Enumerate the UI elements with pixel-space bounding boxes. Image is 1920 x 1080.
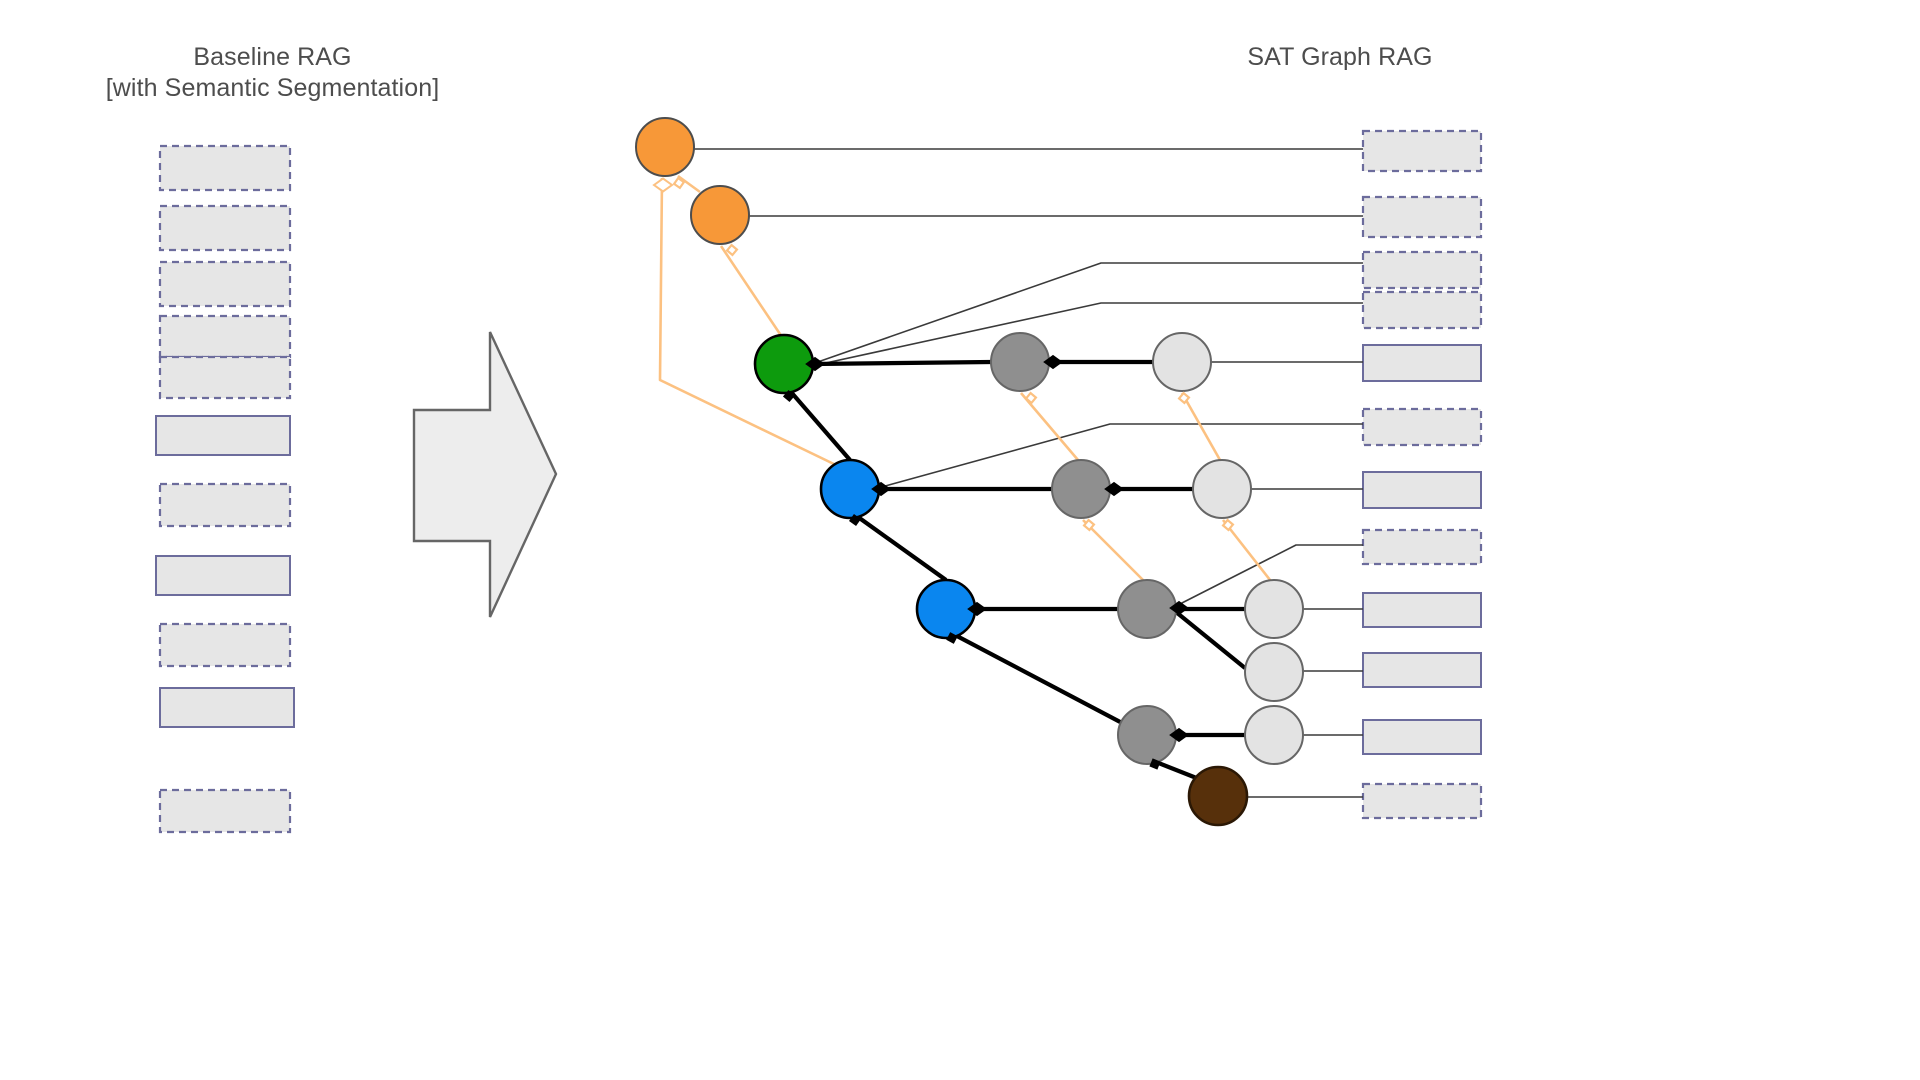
thick-edge-group: [789, 359, 1247, 781]
edge-e-g1-out4: [811, 302, 1363, 367]
edge-marker-group: [652, 176, 1235, 770]
edge-eo-gd1-gd2: [1020, 392, 1079, 461]
right-column-title: SAT Graph RAG: [1247, 43, 1433, 71]
graph-node-n-graydk-4[interactable]: [1117, 705, 1177, 765]
marker-m-square-gd4: [1149, 758, 1161, 770]
marker-m-diamond-gd2: [1104, 481, 1124, 497]
baseline-chunk-chunk-10[interactable]: [159, 687, 295, 728]
baseline-chunk-chunk-6[interactable]: [155, 415, 291, 456]
graph-node-n-green-1[interactable]: [753, 333, 815, 395]
sat-chunk-out-1[interactable]: [1361, 129, 1483, 173]
baseline-chunk-chunk-2[interactable]: [158, 204, 292, 252]
edge-e-g1-gd1: [812, 359, 992, 367]
graph-node-n-graylt-4[interactable]: [1244, 642, 1304, 702]
graph-node-n-graylt-5[interactable]: [1244, 705, 1304, 765]
sat-chunk-out-3[interactable]: [1361, 250, 1483, 290]
graph-node-n-blue-1[interactable]: [819, 458, 881, 520]
edge-e-b2-gd4: [954, 633, 1125, 726]
graph-node-n-graylt-2[interactable]: [1192, 459, 1252, 519]
edge-eo-gl2-gl3: [1221, 519, 1272, 581]
marker-m-diamond-b1: [871, 481, 891, 497]
marker-m-osquare-o1: [672, 176, 686, 190]
graph-node-n-brown-1[interactable]: [1187, 765, 1249, 827]
sat-chunk-out-7[interactable]: [1362, 471, 1482, 509]
sat-chunk-out-10[interactable]: [1362, 652, 1482, 688]
marker-m-diamond-gd4: [1169, 727, 1189, 743]
baseline-chunk-chunk-11[interactable]: [158, 788, 292, 834]
graph-node-group: [635, 117, 1304, 827]
edge-eo-o1-o2: [677, 174, 701, 194]
graph-node-n-graydk-1[interactable]: [990, 332, 1050, 392]
marker-m-square-g1: [782, 389, 796, 403]
edge-eo-gd2-gd3: [1082, 519, 1144, 581]
marker-m-diamond-gd1: [1043, 354, 1063, 370]
sat-chunk-out-6[interactable]: [1361, 407, 1483, 447]
edge-e-gd3-gl4: [1174, 610, 1247, 670]
transformation-arrow-group: [412, 331, 558, 618]
marker-m-osquare-o2: [725, 243, 739, 257]
graph-node-n-blue-2[interactable]: [915, 578, 977, 640]
sat-chunk-out-11[interactable]: [1362, 719, 1482, 755]
marker-m-square-b2: [946, 632, 958, 644]
edge-e-g1-out3: [811, 262, 1363, 365]
graph-node-n-orange-1[interactable]: [635, 117, 695, 177]
sat-chunk-out-2[interactable]: [1361, 195, 1483, 239]
baseline-chunk-chunk-9[interactable]: [158, 622, 292, 668]
edge-e-gd4-br: [1155, 760, 1200, 781]
sat-chunk-out-4[interactable]: [1361, 290, 1483, 330]
edge-eo-o2-g1: [719, 245, 784, 338]
marker-m-square-b1: [849, 514, 861, 526]
baseline-chunk-chunk-4[interactable]: [158, 314, 292, 359]
marker-m-osquare-gl1: [1177, 391, 1191, 405]
transformation-arrow: [412, 331, 558, 618]
sat-chunk-out-5[interactable]: [1362, 344, 1482, 382]
edge-eo-o1-b1: [658, 177, 839, 468]
marker-m-osquare-gl2: [1221, 518, 1235, 532]
edge-e-b1-b2: [856, 515, 948, 582]
baseline-chunk-chunk-7[interactable]: [158, 482, 292, 528]
edge-e-b1-out6: [877, 423, 1363, 489]
edge-e-gd3-out8: [1175, 544, 1363, 607]
graph-node-n-graylt-1[interactable]: [1152, 332, 1212, 392]
baseline-chunk-chunk-1[interactable]: [158, 144, 292, 192]
marker-m-osquare-gd1: [1024, 391, 1038, 405]
left-column-title: Baseline RAG [with Semantic Segmentation…: [105, 43, 440, 103]
edge-e-g1-b1: [789, 390, 852, 462]
sat-chunk-group: [1361, 129, 1483, 820]
baseline-chunk-chunk-8[interactable]: [155, 555, 291, 596]
graph-node-n-graydk-2[interactable]: [1051, 459, 1111, 519]
sat-chunk-out-9[interactable]: [1362, 592, 1482, 628]
sat-chunk-out-8[interactable]: [1361, 528, 1483, 566]
baseline-chunk-chunk-3[interactable]: [158, 260, 292, 308]
graph-node-n-orange-2[interactable]: [690, 185, 750, 245]
marker-m-osquare-gd2: [1082, 518, 1096, 532]
sat-chunk-out-12[interactable]: [1361, 782, 1483, 820]
marker-m-odiamond-o1: [652, 177, 674, 193]
thin-edge-group: [694, 148, 1363, 798]
marker-m-diamond-b2: [967, 601, 987, 617]
marker-m-diamond-g1: [805, 356, 825, 372]
edge-eo-gl1-gd3: [1180, 392, 1222, 461]
baseline-chunk-group: [155, 144, 295, 834]
baseline-chunk-chunk-5[interactable]: [158, 355, 292, 400]
orange-edge-group: [658, 174, 1272, 581]
marker-m-diamond-gd3: [1169, 600, 1189, 616]
graph-node-n-graylt-3[interactable]: [1244, 579, 1304, 639]
graph-node-n-graydk-3[interactable]: [1117, 579, 1177, 639]
